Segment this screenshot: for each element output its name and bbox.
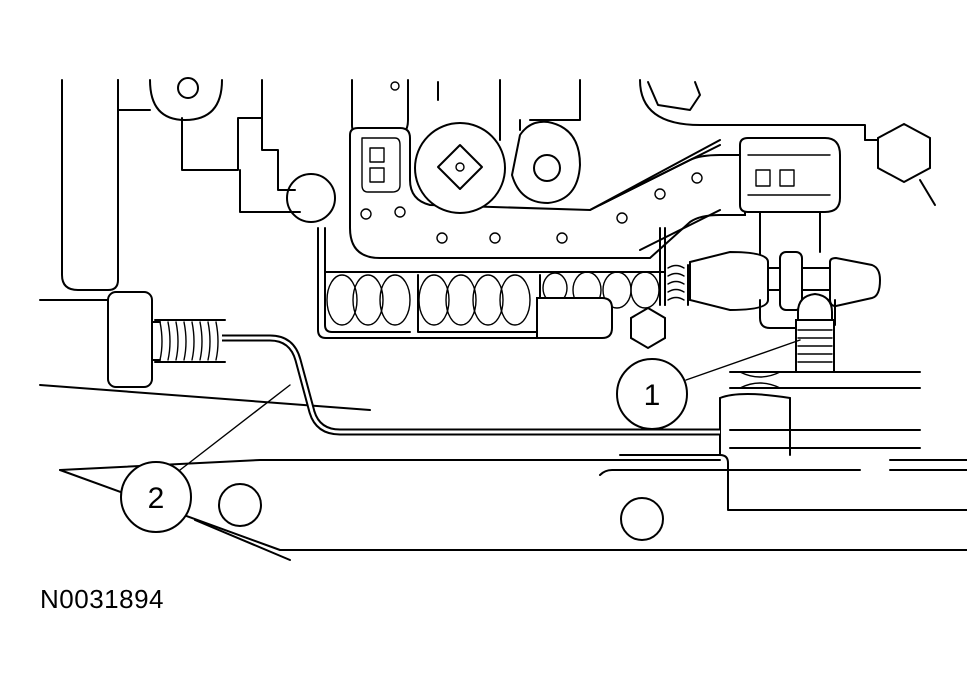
pivot-boss bbox=[510, 120, 582, 205]
housing-hole-right bbox=[620, 497, 664, 541]
upper-casting bbox=[351, 79, 866, 141]
figure-id-label: N0031894 bbox=[40, 584, 164, 614]
callout-2: 2 bbox=[120, 384, 291, 533]
detent-clip bbox=[739, 137, 841, 256]
callout-2-number: 2 bbox=[148, 482, 165, 515]
cable-tube bbox=[222, 334, 720, 436]
lever-arm-lines bbox=[589, 139, 721, 251]
housing-outline bbox=[39, 79, 301, 301]
callout-1: 1 bbox=[616, 339, 801, 430]
callout-1-number: 1 bbox=[644, 379, 661, 412]
housing-hole-left bbox=[218, 483, 262, 527]
manual-shaft bbox=[414, 122, 506, 214]
adjuster-knob bbox=[107, 291, 226, 388]
hex-nut-right bbox=[877, 122, 931, 184]
lower-housing bbox=[39, 371, 967, 561]
hex-nut-top bbox=[647, 81, 701, 111]
hex-nut-lower bbox=[630, 306, 666, 350]
actuator-assembly bbox=[664, 250, 882, 329]
spring-bore bbox=[317, 227, 666, 339]
detent-plunger bbox=[795, 292, 835, 373]
boss-circle-left bbox=[286, 173, 336, 223]
plug-circle-top bbox=[177, 77, 199, 99]
